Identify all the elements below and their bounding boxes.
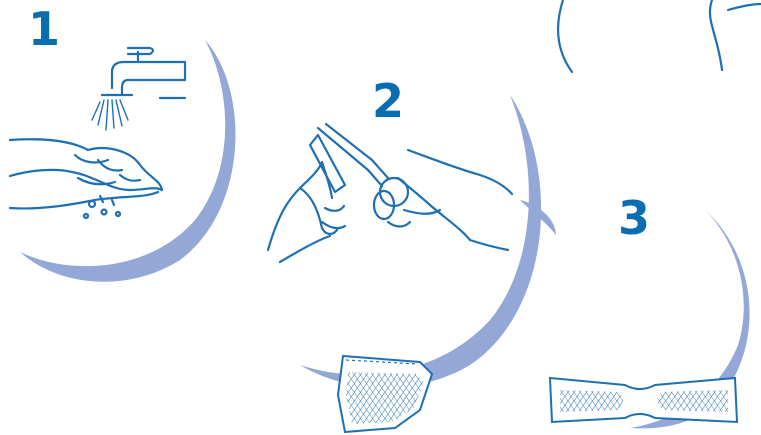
mesh-piece-illustration <box>338 356 432 432</box>
faucet-icon <box>112 62 185 95</box>
circle-1-shadow <box>20 40 235 282</box>
step-1-number: 1 <box>28 6 60 52</box>
circle-2-shadow <box>300 95 541 388</box>
step-2-number: 2 <box>372 78 404 124</box>
mesh-strip-illustration <box>550 378 737 422</box>
hands-washing-illustration <box>10 48 185 218</box>
water-spray-icon <box>92 100 128 130</box>
scissors-icon <box>318 124 372 170</box>
top-right-fragment <box>558 0 761 72</box>
step-3-number: 3 <box>618 195 650 241</box>
scissors-cutting-illustration <box>268 124 512 262</box>
